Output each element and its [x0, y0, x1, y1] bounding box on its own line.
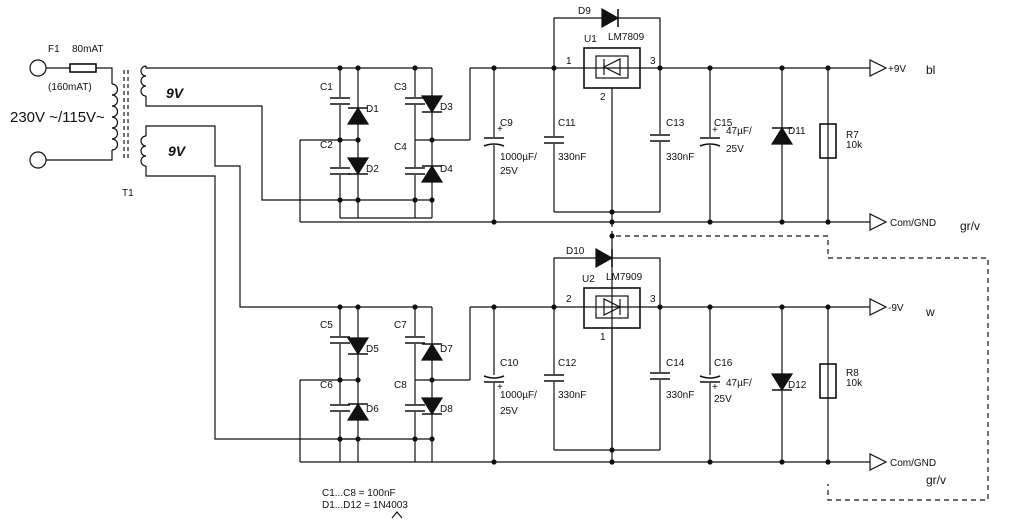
- c14-value: 330nF: [666, 390, 694, 401]
- c16-value: 47µF/: [726, 378, 752, 389]
- secondary-wiring: [145, 66, 358, 440]
- output-plus9-label: +9V: [888, 64, 906, 75]
- lower-gnd-label: Com/GND: [890, 458, 936, 469]
- c1-ref: C1: [320, 82, 333, 93]
- mains-terminal-top: [29, 59, 47, 77]
- resistor-r8: [819, 363, 837, 399]
- c11-ref: C11: [558, 118, 576, 129]
- c8-ref: C8: [394, 380, 407, 391]
- c9-ref: C9: [500, 118, 513, 129]
- fuse-symbol: [69, 63, 97, 73]
- output-minus9-arrow: [869, 298, 888, 316]
- c10-voltage: 25V: [500, 406, 518, 417]
- note-caps: C1...C8 = 100nF: [322, 488, 396, 499]
- svg-text:+: +: [712, 382, 718, 393]
- upper-gnd-label: Com/GND: [890, 218, 936, 229]
- primary-coil: [111, 83, 119, 151]
- upper-gnd-wire-color: gr/v: [960, 219, 980, 233]
- u2-part: LM7909: [606, 272, 643, 283]
- u1-pin-in: 1: [566, 56, 572, 67]
- note-diodes: D1...D12 = 1N4003: [322, 500, 408, 511]
- fuse-rating: 80mAT: [72, 44, 104, 55]
- c12-ref: C12: [558, 358, 577, 369]
- lower-gnd-wire-color: gr/v: [926, 473, 946, 487]
- lower-regulator-section: + C10 1000µF/ 25V C12 330nF U2 LM7909 2 …: [300, 246, 946, 487]
- d10-ref: D10: [566, 246, 585, 257]
- c15-voltage: 25V: [726, 144, 744, 155]
- d11-ref: D11: [788, 126, 806, 137]
- d3-ref: D3: [440, 102, 453, 113]
- svg-text:+: +: [497, 124, 503, 135]
- transformer-t1: T1 9V 9V: [111, 65, 187, 199]
- u1-ref: U1: [584, 34, 597, 45]
- lower-bridge: C5 C6 C7 C8 D5 D6 D7 D8: [299, 304, 494, 462]
- secondary-coil-2: [140, 135, 147, 167]
- c15-value: 47µF/: [726, 126, 752, 137]
- c13-value: 330nF: [666, 152, 694, 163]
- u2-ref: U2: [582, 274, 595, 285]
- u2-pin-in: 2: [566, 294, 572, 305]
- c7-ref: C7: [394, 320, 407, 331]
- fuse-ref: F1: [48, 44, 60, 55]
- d8-ref: D8: [440, 404, 453, 415]
- output-plus9-arrow: [869, 59, 888, 77]
- c6-ref: C6: [320, 380, 333, 391]
- upper-regulator-section: + C9 1000µF/ 25V C11 330nF U1 LM7809 1 2…: [300, 6, 980, 233]
- c10-ref: C10: [500, 358, 519, 369]
- d12-ref: D12: [788, 380, 807, 391]
- output-plus9-wire-color: bl: [926, 63, 935, 77]
- fuse-alt-rating: (160mAT): [48, 82, 92, 93]
- c14-ref: C14: [666, 358, 685, 369]
- secondary-2-voltage: 9V: [168, 143, 187, 159]
- c11-value: 330nF: [558, 152, 586, 163]
- c5-ref: C5: [320, 320, 333, 331]
- d2-ref: D2: [366, 164, 379, 175]
- d1-ref: D1: [366, 104, 379, 115]
- d6-ref: D6: [366, 404, 379, 415]
- c2-ref: C2: [320, 140, 333, 151]
- r7-ref: R7: [846, 130, 859, 141]
- lower-gnd-arrow: [869, 453, 888, 471]
- transformer-ref: T1: [122, 188, 134, 199]
- upper-gnd-arrow: [869, 213, 888, 231]
- mains-voltage-label: 230V ~/115V~: [10, 109, 105, 126]
- c16-ref: C16: [714, 358, 733, 369]
- d7-ref: D7: [440, 344, 453, 355]
- c9-value: 1000µF/: [500, 152, 537, 163]
- secondary-coil-1: [140, 65, 147, 97]
- output-minus9-label: -9V: [888, 303, 904, 314]
- r7-value: 10k: [846, 140, 863, 151]
- c4-ref: C4: [394, 142, 407, 153]
- u2-pin-out: 3: [650, 294, 656, 305]
- u1-part: LM7809: [608, 32, 645, 43]
- d9-ref: D9: [578, 6, 591, 17]
- svg-text:+: +: [712, 125, 718, 136]
- d5-ref: D5: [366, 344, 379, 355]
- component-notes: C1...C8 = 100nF D1...D12 = 1N4003: [322, 488, 408, 519]
- svg-text:+: +: [497, 382, 503, 393]
- c12-value: 330nF: [558, 390, 586, 401]
- mains-terminal-bottom: [29, 151, 47, 169]
- c3-ref: C3: [394, 82, 407, 93]
- d4-ref: D4: [440, 164, 453, 175]
- c13-ref: C13: [666, 118, 685, 129]
- u2-pin-gnd: 1: [600, 332, 606, 343]
- u1-pin-gnd: 2: [600, 92, 606, 103]
- u1-pin-out: 3: [650, 56, 656, 67]
- r8-ref: R8: [846, 368, 859, 379]
- output-minus9-wire-color: w: [925, 305, 935, 319]
- resistor-r7: [819, 123, 837, 159]
- mains-input: F1 80mAT (160mAT) 230V ~/115V~: [10, 44, 113, 169]
- upper-bridge: C1 C2 C3 C4 D1 D2 D3 D4: [299, 65, 494, 222]
- c16-voltage: 25V: [714, 394, 732, 405]
- r8-value: 10k: [846, 378, 863, 389]
- c15-ref: C15: [714, 118, 733, 129]
- secondary-1-voltage: 9V: [166, 85, 185, 101]
- c9-voltage: 25V: [500, 166, 518, 177]
- c10-value: 1000µF/: [500, 390, 537, 401]
